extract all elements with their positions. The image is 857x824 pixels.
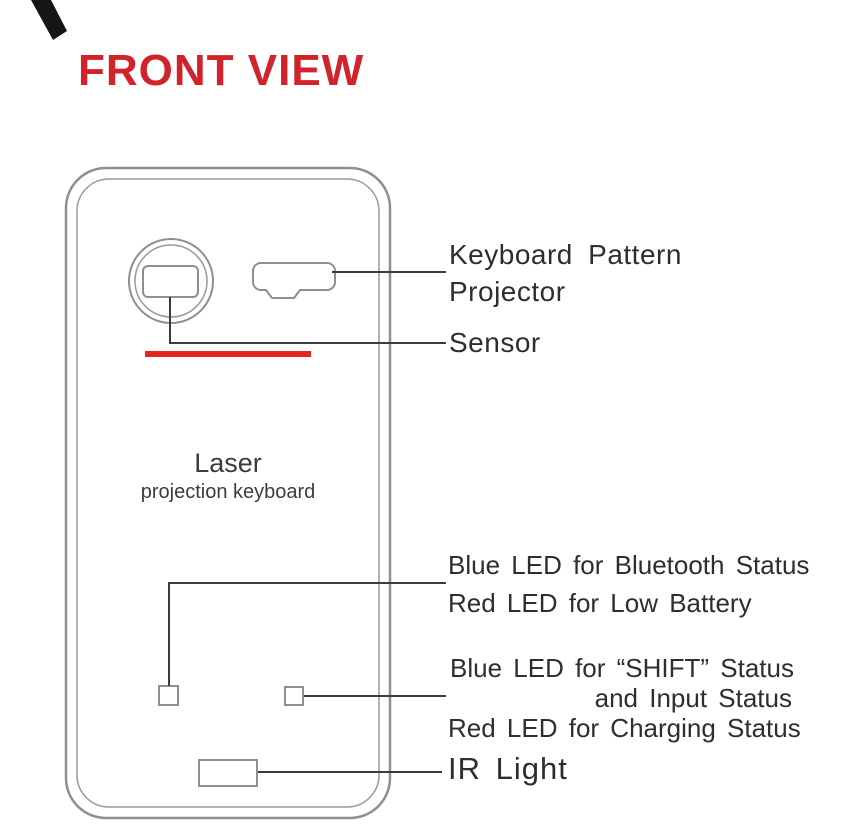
leader-sensor (169, 297, 446, 344)
leader-bt-led (168, 582, 446, 686)
page-title: FRONT VIEW (78, 46, 365, 95)
callout-projector-line2: Projector (449, 276, 566, 307)
ir-light-window (198, 759, 258, 787)
callout-bt-led-line2: Red LED for Low Battery (448, 588, 752, 618)
device-inner-outline (76, 178, 380, 808)
bt-battery-led-square (158, 685, 179, 706)
device-outer-outline (64, 166, 392, 820)
callout-shift-led-line3: Red LED for Charging Status (448, 713, 801, 743)
callout-bt-led-line1: Blue LED for Bluetooth Status (448, 550, 810, 580)
corner-mark-icon (31, 0, 67, 40)
laser-slot-bar (145, 351, 311, 357)
device-name-line2: projection keyboard (140, 481, 316, 503)
callout-shift-led-line2: and Input Status (594, 683, 792, 713)
lens-window (142, 265, 199, 298)
callout-projector-line1: Keyboard Pattern (449, 239, 682, 270)
device-name-line1: Laser (194, 448, 262, 478)
callout-sensor: Sensor (449, 327, 541, 358)
shift-charging-led-square (284, 686, 304, 706)
callout-ir-light: IR Light (448, 751, 568, 786)
sensor-window (252, 262, 336, 299)
callout-shift-led-line1: Blue LED for “SHIFT” Status (450, 653, 794, 683)
